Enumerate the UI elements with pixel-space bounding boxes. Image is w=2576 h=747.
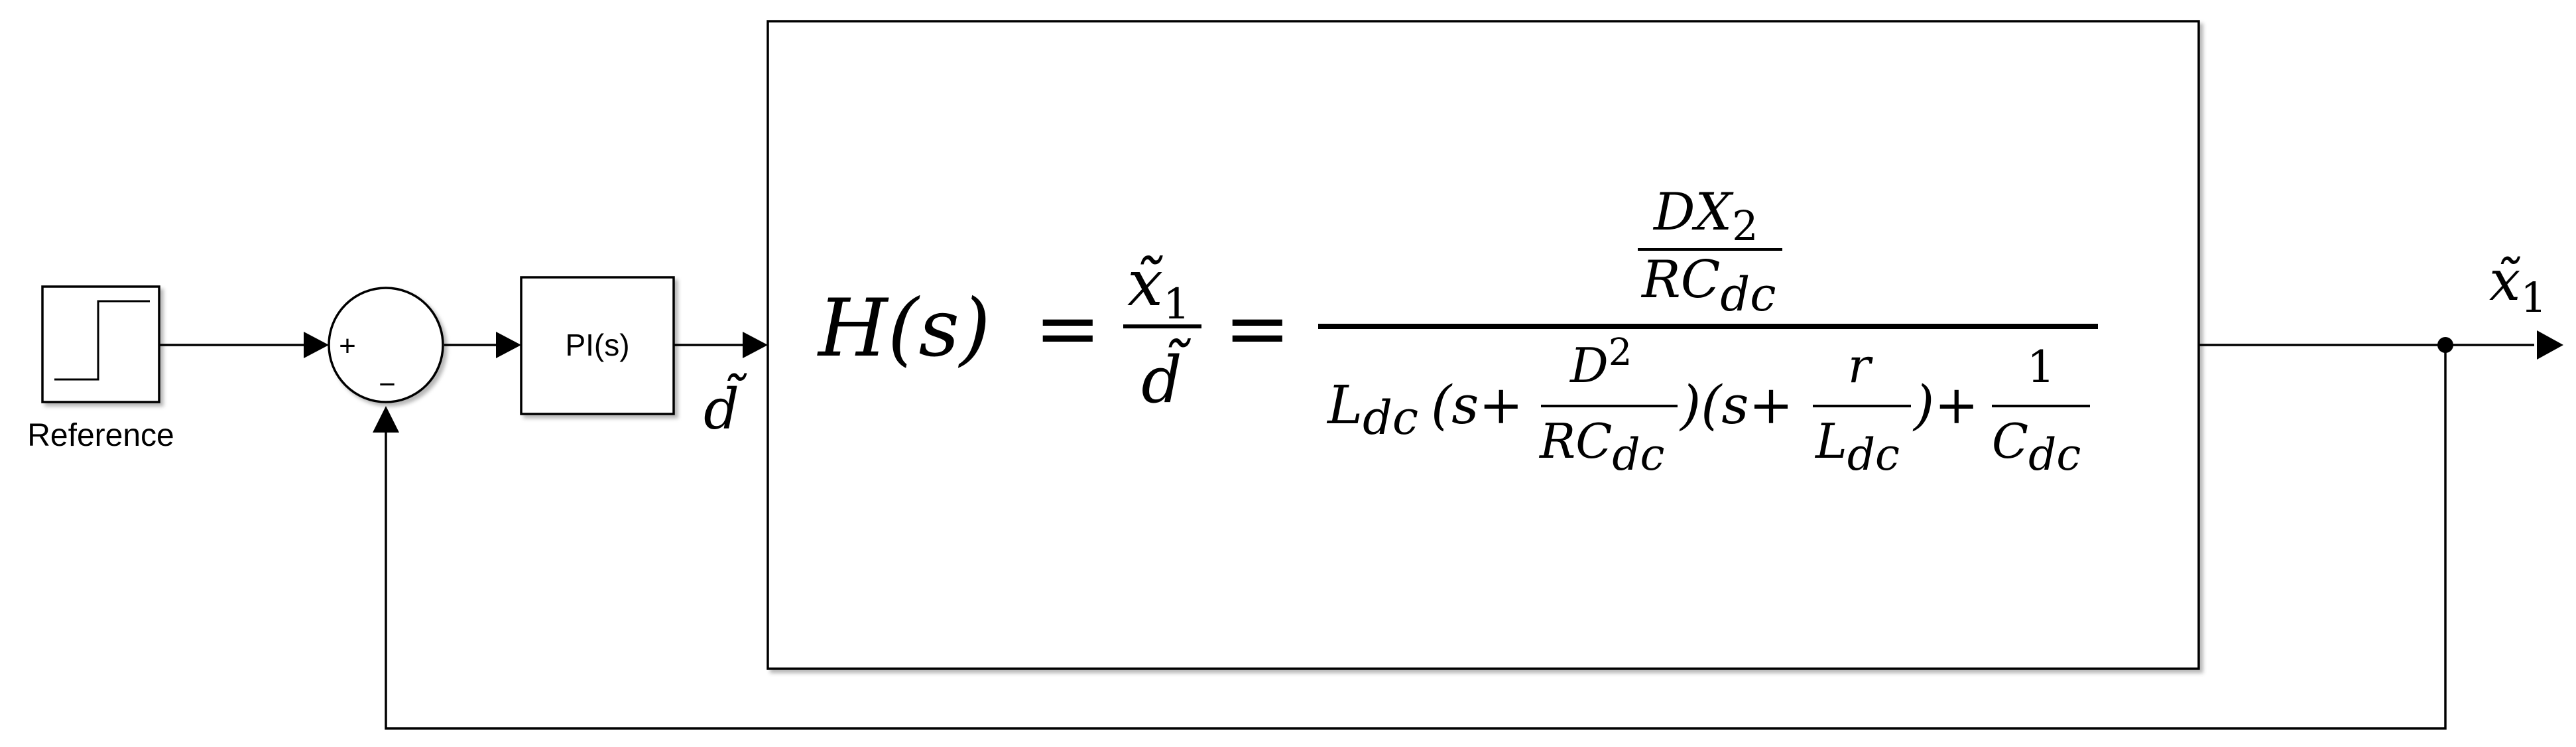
duty-signal-label: d̃: [704, 373, 747, 442]
output-signal-label: x̃1: [2489, 248, 2547, 322]
wire-feedback: [385, 345, 2447, 730]
plant-equals-1: =: [1034, 283, 1101, 375]
arrow-output: [2537, 330, 2563, 360]
controller-label: PI(s): [565, 328, 629, 362]
frac1-numerator: x̃1: [1127, 246, 1190, 329]
den-d2-numerator: D2: [1569, 331, 1632, 393]
arrow-into-controller: [496, 332, 521, 358]
den-close-paren-1: )(s+: [1679, 374, 1794, 436]
arrow-into-sum-minus: [373, 406, 399, 433]
controller-block[interactable]: PI(s): [520, 276, 675, 415]
plant-block[interactable]: H(s) = x̃1 d̃ = DX2 RCdc Ldc (s+ D2 RCdc: [767, 20, 2200, 670]
den-open-paren-1: (s+: [1431, 374, 1523, 436]
reference-label: Reference: [27, 418, 174, 453]
den-close-paren-2: )+: [1912, 374, 1979, 436]
den-L: Ldc: [1326, 374, 1418, 445]
plant-lhs: H(s): [817, 283, 991, 375]
sum-plus-sign: +: [339, 330, 356, 362]
den-r-numerator: r: [1848, 338, 1873, 393]
den-one-denominator: Cdc: [1992, 413, 2081, 480]
arrow-into-plant: [743, 332, 768, 358]
sum-minus-sign: −: [379, 368, 396, 401]
den-one-numerator: 1: [2027, 342, 2055, 393]
main-num-top: DX2: [1652, 182, 1758, 250]
reference-block[interactable]: [41, 285, 160, 403]
plant-equals-2: =: [1224, 283, 1291, 375]
main-num-bottom: RCdc: [1640, 250, 1776, 322]
sum-block[interactable]: + −: [328, 287, 444, 403]
den-d2-denominator: RCdc: [1538, 413, 1665, 480]
arrow-into-sum-plus: [304, 332, 329, 358]
signal-wires: [159, 330, 2563, 730]
step-icon: [54, 300, 150, 381]
den-r-denominator: Ldc: [1814, 413, 1900, 480]
